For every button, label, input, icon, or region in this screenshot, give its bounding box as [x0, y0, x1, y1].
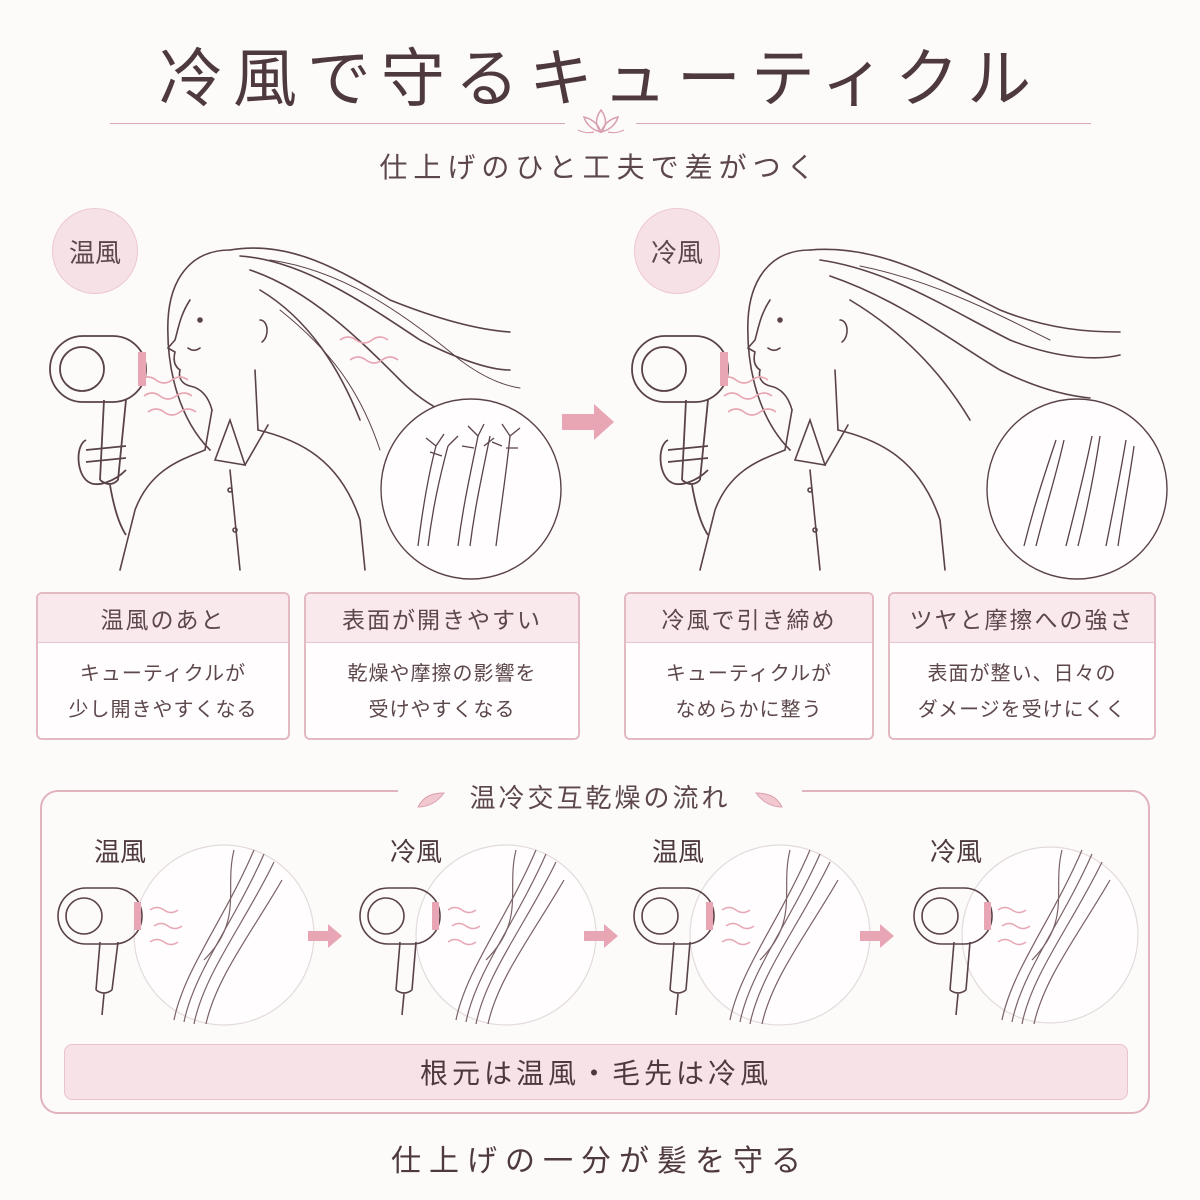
lotus-icon — [577, 108, 625, 134]
cool-air-badge: 冷風 — [634, 208, 720, 294]
arrow-right-icon — [584, 924, 618, 948]
flow-step-visual — [359, 844, 597, 1026]
page-title: 冷風で守るキューティクル — [158, 43, 1042, 117]
info-card-body: キューティクルが なめらかに整う — [626, 643, 872, 727]
info-card-heading: 冷風で引き締め — [626, 594, 872, 643]
info-card: ツヤと摩擦への強さ 表面が整い、日々の ダメージを受けにくく — [888, 592, 1156, 740]
hair-dryer-icon — [631, 335, 729, 536]
info-card-body: 乾燥や摩擦の影響を 受けやすくなる — [306, 643, 578, 727]
leaf-icon — [754, 792, 783, 808]
info-card-line: 乾燥や摩擦の影響を — [347, 661, 537, 685]
flow-step-label: 温風 — [652, 838, 705, 868]
cuticle-closed-zoom — [986, 398, 1168, 580]
warm-air-badge: 温風 — [52, 208, 138, 294]
arrow-right-icon — [860, 924, 894, 948]
info-card-heading: 表面が開きやすい — [306, 594, 578, 643]
flow-title: 温冷交互乾燥の流れ — [469, 784, 731, 814]
flow-step-visual — [57, 844, 315, 1026]
title-divider-left — [110, 123, 565, 124]
title-divider-right — [636, 123, 1091, 124]
flow-step-label: 冷風 — [390, 838, 443, 868]
info-card: 表面が開きやすい 乾燥や摩擦の影響を 受けやすくなる — [304, 592, 580, 740]
flow-title-row: 温冷交互乾燥の流れ — [0, 778, 1200, 815]
flow-step-label: 温風 — [94, 838, 147, 868]
info-card-line: 少し開きやすくなる — [68, 697, 258, 721]
footer-text: 仕上げの一分が髪を守る — [391, 1144, 809, 1179]
cuticle-open-zoom — [380, 398, 562, 580]
info-card-line: キューティクルが — [79, 661, 247, 685]
flow-step-visual — [633, 844, 871, 1026]
flow-step-visual — [913, 846, 1139, 1025]
info-card-body: キューティクルが 少し開きやすくなる — [38, 643, 288, 727]
page-subtitle: 仕上げのひと工夫で差がつく — [379, 151, 821, 184]
info-card-line: なめらかに整う — [675, 697, 823, 721]
info-card-heading: ツヤと摩擦への強さ — [890, 594, 1154, 643]
info-card: 冷風で引き締め キューティクルが なめらかに整う — [624, 592, 874, 740]
info-card-line: ダメージを受けにくく — [917, 697, 1127, 721]
woman-cool-illustration — [699, 248, 1121, 571]
cool-air-badge-label: 冷風 — [650, 238, 703, 269]
info-card-line: 表面が整い、日々の — [927, 661, 1117, 685]
info-card: 温風のあと キューティクルが 少し開きやすくなる — [36, 592, 290, 740]
leaf-icon — [417, 792, 446, 808]
arrow-right-icon — [562, 404, 614, 440]
flow-step-label: 冷風 — [930, 838, 983, 868]
arrow-right-icon — [308, 924, 342, 948]
info-card-line: 受けやすくなる — [368, 697, 516, 721]
info-card-body: 表面が整い、日々の ダメージを受けにくく — [890, 643, 1154, 727]
flow-title-wrap: 温冷交互乾燥の流れ — [398, 784, 802, 814]
warm-air-badge-label: 温風 — [68, 238, 121, 269]
info-card-line: キューティクルが — [665, 661, 833, 685]
hair-dryer-icon — [49, 335, 147, 536]
woman-warm-illustration — [119, 247, 521, 571]
info-card-heading: 温風のあと — [38, 594, 288, 643]
tip-banner: 根元は温風・毛先は冷風 — [64, 1044, 1128, 1100]
